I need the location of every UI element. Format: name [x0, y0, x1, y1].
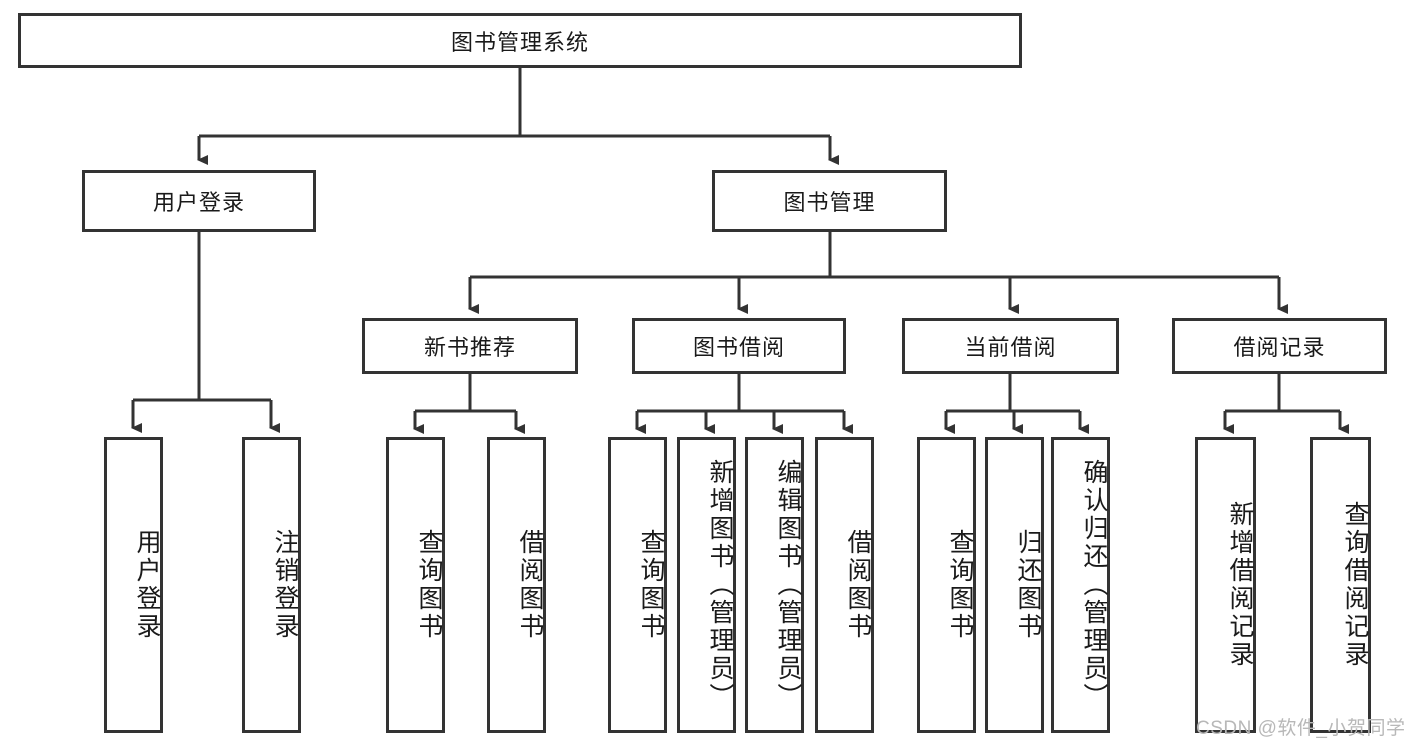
leaf-label: 编辑图书（管理员）	[774, 459, 802, 711]
leaf-book-borrow-add[interactable]: 新增图书（管理员）	[677, 437, 736, 733]
node-new-book-recommend[interactable]: 新书推荐	[362, 318, 578, 374]
leaf-book-borrow-borrow[interactable]: 借阅图书	[815, 437, 874, 733]
leaf-label: 查询图书	[637, 529, 665, 641]
node-book-management[interactable]: 图书管理	[712, 170, 947, 232]
leaf-borrow-record-add[interactable]: 新增借阅记录	[1195, 437, 1256, 733]
leaf-label: 借阅图书	[516, 529, 544, 641]
node-label: 借阅记录	[1233, 335, 1326, 360]
leaf-label: 新增借阅记录	[1226, 501, 1254, 669]
leaf-user-login-login[interactable]: 用户登录	[104, 437, 163, 733]
leaf-label: 查询借阅记录	[1341, 501, 1369, 669]
leaf-book-borrow-edit[interactable]: 编辑图书（管理员）	[745, 437, 804, 733]
node-label: 图书借阅	[692, 335, 785, 360]
node-user-login[interactable]: 用户登录	[82, 170, 316, 232]
leaf-user-login-logout[interactable]: 注销登录	[242, 437, 301, 733]
leaf-current-borrow-confirm-return[interactable]: 确认归还（管理员）	[1051, 437, 1110, 733]
node-label: 图书管理系统	[450, 29, 589, 55]
leaf-label: 注销登录	[271, 529, 299, 641]
leaf-label: 新增图书（管理员）	[706, 459, 734, 711]
leaf-label: 归还图书	[1014, 529, 1042, 641]
leaf-book-borrow-query[interactable]: 查询图书	[608, 437, 667, 733]
node-label: 用户登录	[152, 190, 245, 215]
node-root-system[interactable]: 图书管理系统	[18, 13, 1022, 68]
leaf-current-borrow-return[interactable]: 归还图书	[985, 437, 1044, 733]
leaf-borrow-record-query[interactable]: 查询借阅记录	[1310, 437, 1371, 733]
leaf-label: 借阅图书	[844, 529, 872, 641]
csdn-watermark: CSDN @软件_小贺同学	[1196, 718, 1405, 739]
leaf-label: 查询图书	[415, 529, 443, 641]
node-label: 当前借阅	[964, 335, 1057, 360]
leaf-label: 用户登录	[133, 529, 161, 641]
leaf-label: 确认归还（管理员）	[1080, 459, 1108, 711]
node-book-borrow[interactable]: 图书借阅	[632, 318, 846, 374]
leaf-label: 查询图书	[946, 529, 974, 641]
node-label: 图书管理	[783, 190, 876, 215]
leaf-new-book-query[interactable]: 查询图书	[386, 437, 445, 733]
node-current-borrow[interactable]: 当前借阅	[902, 318, 1119, 374]
node-label: 新书推荐	[423, 335, 516, 360]
leaf-current-borrow-query[interactable]: 查询图书	[917, 437, 976, 733]
leaf-new-book-borrow[interactable]: 借阅图书	[487, 437, 546, 733]
node-borrow-record[interactable]: 借阅记录	[1172, 318, 1387, 374]
